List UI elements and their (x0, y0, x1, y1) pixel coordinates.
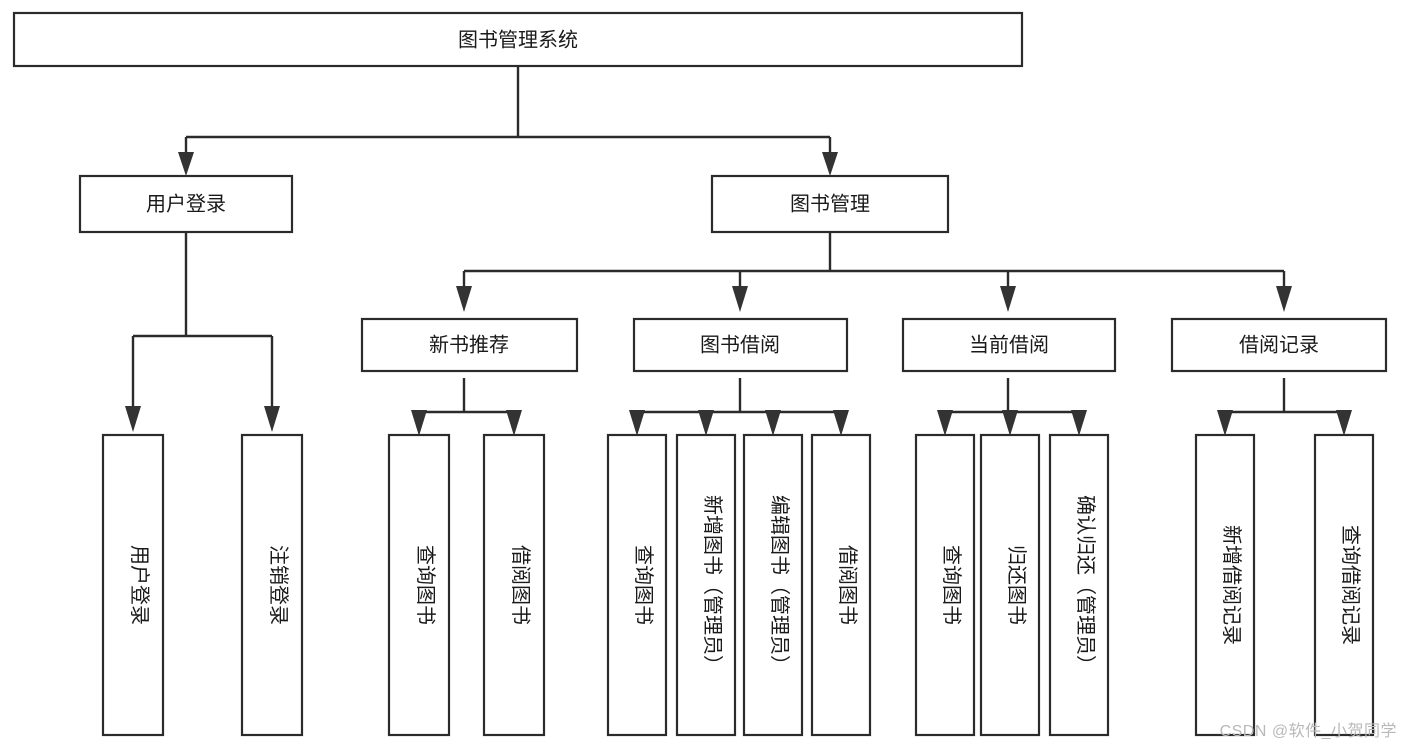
node-leaf-query-borrow-record[interactable]: 查询借阅记录 (1313, 433, 1375, 737)
leaf-label: 注销登录 (267, 545, 290, 625)
arrow-rc-to-query (1336, 410, 1352, 436)
leaf-label: 查询图书 (632, 545, 655, 625)
leaf-box[interactable] (1048, 433, 1110, 737)
new-book-recommend-box[interactable] (360, 317, 579, 373)
leaf-label: 确认归还（管理员） (1074, 495, 1097, 675)
arrow-bm-to-records (1276, 286, 1292, 312)
arrow-cb-to-confirm (1071, 410, 1087, 436)
node-leaf-edit-book[interactable]: 编辑图书（管理员） (742, 433, 804, 737)
node-leaf-confirm-return[interactable]: 确认归还（管理员） (1048, 433, 1110, 737)
arrow-rc-to-add (1217, 410, 1233, 436)
node-current-borrow[interactable]: 当前借阅 (901, 317, 1117, 373)
leaf-label: 借阅图书 (836, 545, 859, 625)
leaf-box[interactable] (1194, 433, 1256, 737)
current-borrow-box[interactable] (901, 317, 1117, 373)
leaf-box[interactable] (1313, 433, 1375, 737)
node-leaf-user-login[interactable]: 用户登录 (101, 433, 165, 737)
leaf-label: 编辑图书（管理员） (768, 495, 791, 675)
new-book-recommend-label: 新书推荐 (429, 333, 509, 356)
book-management-box[interactable] (710, 174, 950, 234)
root-box[interactable] (12, 11, 1024, 68)
arrow-bw-to-add (698, 410, 714, 436)
arrow-root-to-user-login (178, 152, 194, 176)
node-root-system[interactable]: 图书管理系统 (12, 11, 1024, 68)
leaf-box[interactable] (675, 433, 737, 737)
leaf-box[interactable] (979, 433, 1041, 737)
root-label: 图书管理系统 (458, 28, 578, 51)
node-leaf-add-book[interactable]: 新增图书（管理员） (675, 433, 737, 737)
node-leaf-add-borrow-record[interactable]: 新增借阅记录 (1194, 433, 1256, 737)
node-leaf-borrow-book[interactable]: 借阅图书 (810, 433, 872, 737)
user-login-box[interactable] (78, 174, 294, 234)
arrow-bw-to-query (629, 410, 645, 436)
leaf-label: 新增借阅记录 (1220, 525, 1243, 645)
leaf-box[interactable] (606, 433, 668, 737)
node-leaf-borrow-book-recommend[interactable]: 借阅图书 (482, 433, 546, 737)
current-borrow-label: 当前借阅 (969, 333, 1049, 356)
leaf-box[interactable] (810, 433, 872, 737)
node-book-borrow[interactable]: 图书借阅 (632, 317, 849, 373)
user-login-label: 用户登录 (146, 192, 226, 215)
node-leaf-logout[interactable]: 注销登录 (240, 433, 304, 737)
leaf-label: 归还图书 (1005, 545, 1028, 625)
leaf-box[interactable] (387, 433, 451, 737)
arrow-ul-to-login (125, 406, 141, 432)
arrow-ul-to-logout (264, 406, 280, 432)
arrow-cb-to-query (937, 410, 953, 436)
arrow-bm-to-current (1000, 286, 1016, 312)
book-management-label: 图书管理 (790, 192, 870, 215)
leaf-label: 用户登录 (128, 545, 151, 625)
connector-layer (125, 66, 1352, 436)
node-leaf-query-book-current[interactable]: 查询图书 (914, 433, 976, 737)
arrow-nb-to-query (411, 410, 427, 436)
leaf-label: 新增图书（管理员） (701, 495, 724, 675)
leaf-label: 借阅图书 (509, 545, 532, 625)
leaf-box[interactable] (101, 433, 165, 737)
node-new-book-recommend[interactable]: 新书推荐 (360, 317, 579, 373)
leaf-label: 查询图书 (940, 545, 963, 625)
node-borrow-records[interactable]: 借阅记录 (1170, 317, 1388, 373)
node-leaf-query-book-borrow[interactable]: 查询图书 (606, 433, 668, 737)
borrow-records-label: 借阅记录 (1239, 333, 1319, 356)
node-user-login[interactable]: 用户登录 (78, 174, 294, 234)
leaf-box[interactable] (914, 433, 976, 737)
leaf-label: 查询图书 (414, 545, 437, 625)
leaf-label: 查询借阅记录 (1339, 525, 1362, 645)
book-borrow-box[interactable] (632, 317, 849, 373)
arrow-bw-to-edit (765, 410, 781, 436)
book-borrow-label: 图书借阅 (700, 333, 780, 356)
arrow-bm-to-borrow (732, 286, 748, 312)
arrow-bm-to-newbook (456, 286, 472, 312)
arrow-root-to-book-manage (822, 152, 838, 176)
node-leaf-query-book-recommend[interactable]: 查询图书 (387, 433, 451, 737)
node-book-management[interactable]: 图书管理 (710, 174, 950, 234)
leaf-box[interactable] (240, 433, 304, 737)
leaf-box[interactable] (482, 433, 546, 737)
arrow-bw-to-borrow (833, 410, 849, 436)
node-leaf-return-book[interactable]: 归还图书 (979, 433, 1041, 737)
arrow-nb-to-borrow (506, 410, 522, 436)
borrow-records-box[interactable] (1170, 317, 1388, 373)
leaf-box[interactable] (742, 433, 804, 737)
arrow-cb-to-return (1002, 410, 1018, 436)
